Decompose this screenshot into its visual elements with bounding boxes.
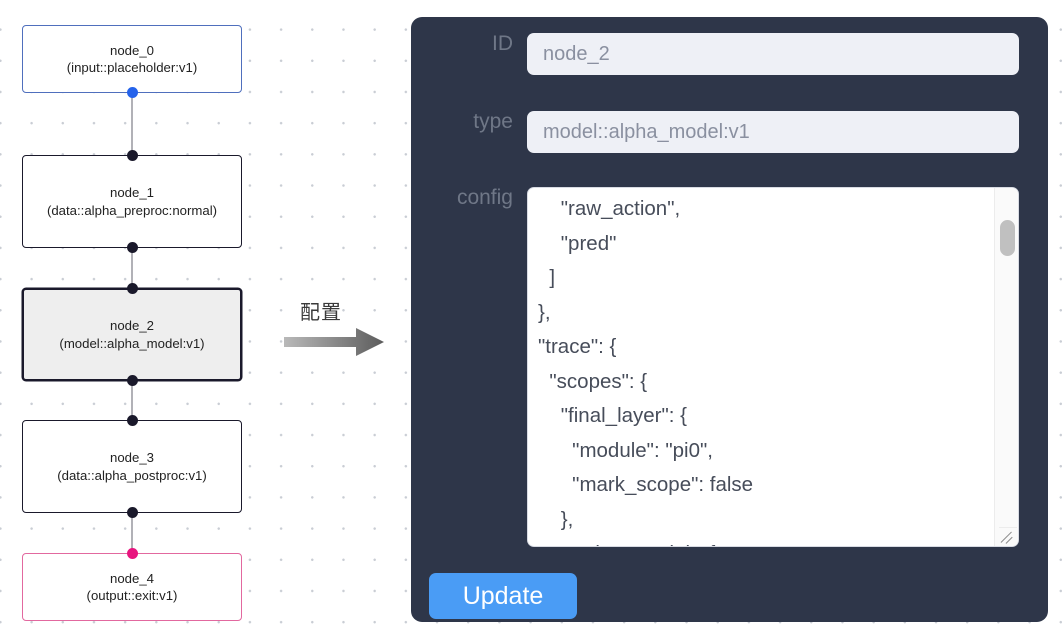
node-node_0-label: node_0(input::placeholder:v1) [66, 42, 198, 75]
graph-node-node_3[interactable]: node_3(data::alpha_postproc:v1) [22, 420, 242, 513]
graph-node-node_2[interactable]: node_2(model::alpha_model:v1) [22, 288, 242, 381]
node-node_4-target-handle[interactable] [126, 548, 138, 559]
config-textarea-content[interactable]: "raw_action", "pred" ] }, "trace": { "sc… [538, 197, 754, 546]
config-scrollbar-thumb[interactable] [1000, 220, 1015, 256]
edge-node2-node3 [131, 380, 133, 421]
transition-annotation: 配置 [284, 296, 400, 358]
graph-node-node_0[interactable]: node_0(input::placeholder:v1) [22, 25, 242, 93]
type-input[interactable]: model::alpha_model:v1 [527, 111, 1019, 153]
transition-caption: 配置 [300, 300, 342, 324]
config-textarea[interactable]: "raw_action", "pred" ] }, "trace": { "sc… [527, 187, 1019, 547]
node-node_1-label: node_1(data::alpha_preproc:normal) [46, 185, 218, 218]
node-node_1-source-handle[interactable] [126, 242, 138, 253]
node-node_0-source-handle[interactable] [126, 87, 138, 98]
id-field-label: ID [492, 32, 513, 55]
node-node_3-label: node_3(data::alpha_postproc:v1) [57, 450, 207, 483]
update-button[interactable]: Update [429, 573, 577, 619]
config-resize-handle-icon[interactable] [999, 527, 1017, 545]
graph-node-node_1[interactable]: node_1(data::alpha_preproc:normal) [22, 155, 242, 248]
field-row-type: type model::alpha_model:v1 [411, 111, 1019, 153]
node-node_1-target-handle[interactable] [126, 150, 138, 161]
config-scrollbar[interactable] [994, 188, 1018, 546]
right-arrow-icon [284, 328, 384, 356]
edge-node0-node1 [131, 92, 133, 156]
node-node_3-source-handle[interactable] [126, 507, 138, 518]
graph-node-node_4[interactable]: node_4(output::exit:v1) [22, 553, 242, 621]
field-row-config: config "raw_action", "pred" ] }, "trace"… [411, 187, 1019, 547]
edge-node3-node4 [131, 512, 133, 554]
id-input[interactable]: node_2 [527, 33, 1019, 75]
config-field-label: config [456, 186, 513, 209]
node-node_4-label: node_4(output::exit:v1) [86, 570, 178, 603]
node-node_2-label: node_2(model::alpha_model:v1) [59, 318, 205, 351]
field-row-id: ID node_2 [411, 33, 1019, 75]
node-inspector-panel: ID node_2 type model::alpha_model:v1 con… [411, 17, 1048, 622]
type-field-label: type [473, 110, 513, 133]
node-node_2-target-handle[interactable] [126, 283, 138, 294]
edge-node1-node2 [131, 247, 133, 289]
flow-graph[interactable]: node_0(input::placeholder:v1) node_1(dat… [0, 0, 400, 643]
node-node_2-source-handle[interactable] [126, 375, 138, 386]
node-node_3-target-handle[interactable] [126, 415, 138, 426]
